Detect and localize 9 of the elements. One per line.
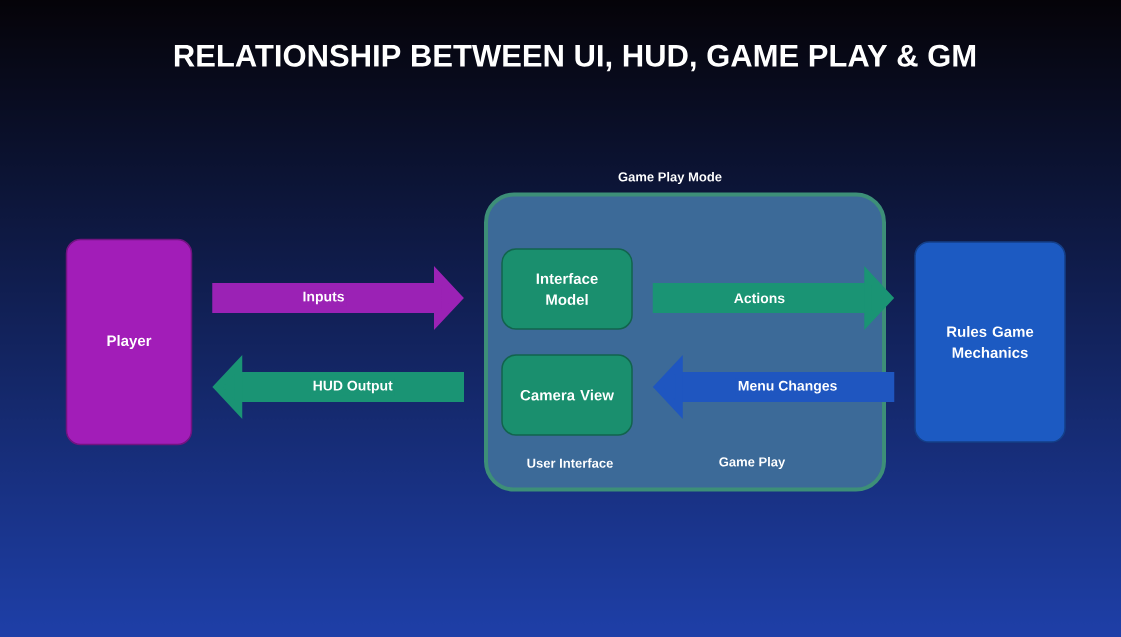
process-box: Interface Model: [501, 248, 633, 330]
title: RELATIONSHIP BETWEEN UI, HUD, GAME PLAY & GM: [174, 44, 976, 72]
group-heading: Game Play Mode: [618, 171, 722, 185]
edge-label: Menu Changes: [735, 378, 840, 396]
group-label: Game Play: [719, 456, 786, 470]
player-box: Player: [65, 238, 193, 446]
process-box: Camera View: [501, 354, 633, 436]
group-label: User Interface: [527, 458, 613, 468]
rules-box: Rules Game Mechanics: [914, 241, 1066, 443]
